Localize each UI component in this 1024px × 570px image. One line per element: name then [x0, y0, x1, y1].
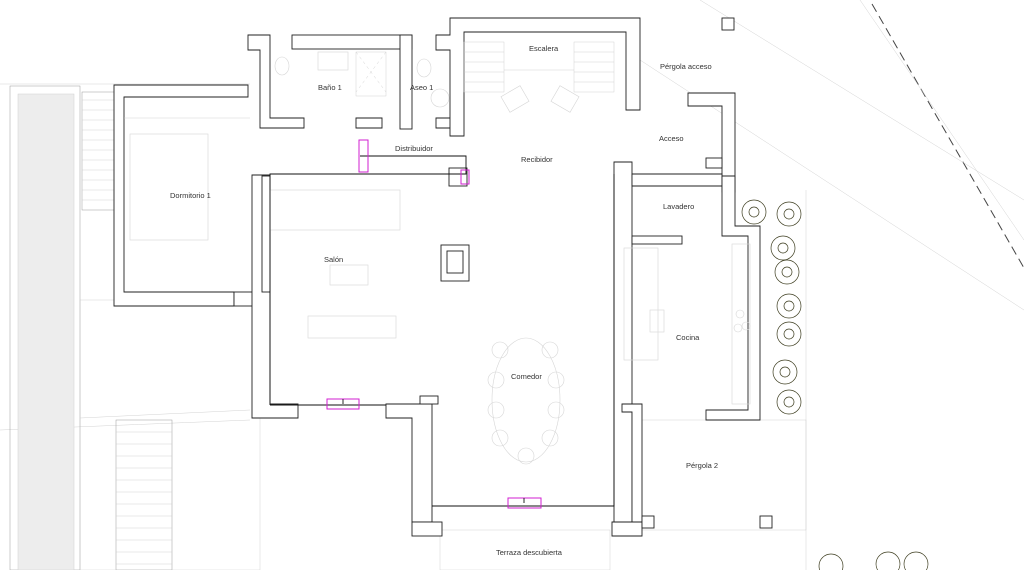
label-cocina: Cocina: [676, 333, 700, 342]
label-bano1: Baño 1: [318, 83, 342, 92]
label-acceso: Acceso: [659, 134, 684, 143]
site-boundary: [0, 0, 1024, 431]
label-terraza: Terraza descubierta: [496, 548, 563, 557]
label-salon: Salón: [324, 255, 343, 264]
room-labels: Escalera Pérgola acceso Baño 1 Aseo 1 Ac…: [170, 44, 718, 557]
label-pergola-acceso: Pérgola acceso: [660, 62, 712, 71]
label-recibidor: Recibidor: [521, 155, 553, 164]
route-lines: [269, 155, 615, 507]
label-aseo1: Aseo 1: [410, 83, 433, 92]
vegetation: [741, 199, 929, 570]
label-comedor: Comedor: [511, 372, 542, 381]
garden-strip: [9, 85, 173, 570]
label-lavadero: Lavadero: [663, 202, 694, 211]
label-dormitorio1: Dormitorio 1: [170, 191, 211, 200]
label-distribuidor: Distribuidor: [395, 144, 433, 153]
label-escalera: Escalera: [529, 44, 559, 53]
walls: [113, 17, 773, 537]
label-pergola2: Pérgola 2: [686, 461, 718, 470]
route-markers: [326, 139, 542, 509]
interior-details: [124, 41, 751, 465]
